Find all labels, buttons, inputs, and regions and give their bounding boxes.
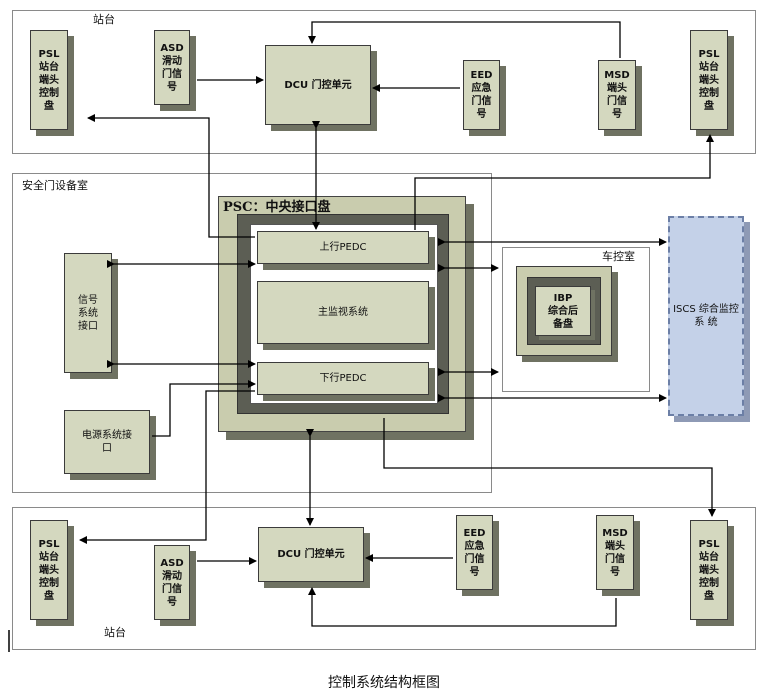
bottom-station-label: 站台 [104,626,126,639]
equipment-room-region [12,173,492,493]
line-pedc-psl-bottom-left [79,390,255,544]
line-power-lower-pedc [152,380,256,437]
psc-title: PSC：中央接口盘 [223,200,331,215]
top-station-label: 站台 [93,13,115,26]
psl-panel-top-left: PSL 站台 端头 控制 盘 [30,30,68,130]
psl-panel-bottom-left: PSL 站台 端头 控制 盘 [30,520,68,620]
asd-signal-top: ASD 滑动 门信 号 [154,30,190,105]
psl-panel-bottom-right: PSL 站台 端头 控制 盘 [690,520,728,620]
equipment-room-label: 安全门设备室 [22,179,88,192]
iscs-integrated-monitoring: ISCS 综合监控系 统 [668,216,744,416]
eed-signal-bottom: EED 应急 门信 号 [456,515,493,590]
msd-signal-top: MSD 端头 门信 号 [598,60,636,130]
psl-panel-top-right: PSL 站台 端头 控制 盘 [690,30,728,130]
dcu-unit-top: DCU 门控单元 [265,45,371,125]
upper-pedc: 上行PEDC [257,231,429,264]
car-control-room-label: 车控室 [602,250,635,263]
line-msd-dcu-top [308,21,621,58]
power-system-interface: 电源系统接 口 [64,410,150,474]
ibp-backup-panel: IBP 综合后 备盘 [535,286,591,336]
lower-pedc: 下行PEDC [257,362,429,395]
main-monitor-system: 主监视系统 [257,281,429,344]
signal-system-interface: 信号 系统 接口 [64,253,112,373]
car-control-room-region [502,247,650,392]
dcu-unit-bottom: DCU 门控单元 [258,527,364,582]
bottom-station-region [12,507,756,650]
top-station-region [12,10,756,154]
line-pedc-psl-top-right [414,134,714,230]
asd-signal-bottom: ASD 滑动 门信 号 [154,545,190,620]
eed-signal-top: EED 应急 门信 号 [463,60,500,130]
line-pedc-psl-top-left [87,114,255,238]
diagram-caption: 控制系统结构框图 [328,675,440,691]
line-msd-dcu-bottom [308,587,617,627]
line-pedc-psl-bottom-right [383,418,716,517]
msd-signal-bottom: MSD 端头 门信 号 [596,515,634,590]
